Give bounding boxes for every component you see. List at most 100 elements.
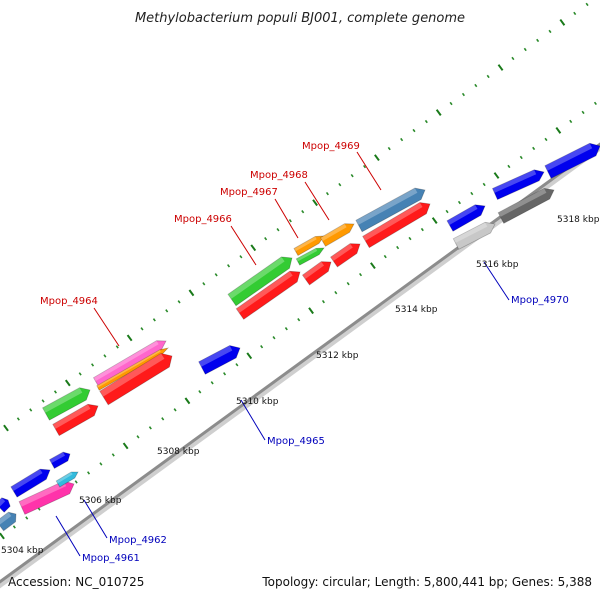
feature-orange-4964[interactable] [96,347,170,391]
upper-minor-tick [29,408,33,412]
upper-major-tick [3,424,9,432]
upper-minor-tick [338,182,342,187]
feature-blue-4962b-highlight [49,452,65,464]
upper-major-tick [435,109,442,116]
lower-minor-tick [519,155,523,160]
upper-minor-tick [400,137,404,142]
feature-gray-4970[interactable] [452,221,496,250]
tick-label-5318: 5318 kbp [557,215,600,225]
feature-green-4963[interactable] [42,387,91,421]
feature-blue-4962-highlight [10,469,43,491]
feature-pink-4964[interactable] [92,340,167,387]
backbone [0,142,600,589]
upper-major-tick [188,289,195,297]
gene-label-mpop-4970[interactable]: Mpop_4970 [511,295,569,306]
gene-label-mpop-4966[interactable]: Mpop_4966 [174,214,232,225]
upper-major-tick [126,334,133,342]
feature-green-4967[interactable] [295,247,325,266]
lower-minor-tick [334,290,338,295]
upper-minor-tick [486,74,490,79]
tick-label-5310: 5310 kbp [236,397,279,407]
feature-red-4963-lower-highlight [52,404,91,429]
feature-red-4966-lower[interactable] [235,270,301,320]
lower-minor-tick [581,110,585,115]
gene-label-mpop-4967[interactable]: Mpop_4967 [220,187,278,198]
tick-label-5314: 5314 kbp [395,305,438,315]
feature-steelblue-4969[interactable] [355,187,426,233]
lower-major-tick [431,217,438,224]
feature-blue-4962[interactable] [10,468,51,498]
upper-minor-tick [214,273,218,277]
tick-label-5304: 5304 kbp [1,546,44,556]
gene-label-mpop-4961[interactable]: Mpop_4961 [82,553,140,564]
feature-gray-4970-highlight [453,222,488,243]
upper-major-tick [64,379,71,387]
upper-minor-tick [140,327,144,331]
feature-darkgray-4971[interactable] [497,187,555,224]
feature-cyan-4962-highlight [56,472,73,484]
genome-summary-text: Topology: circular; Length: 5,800,441 bp… [261,575,592,589]
feature-blue-4972[interactable] [544,142,600,179]
callout-line-mpop-4962 [83,499,108,539]
feature-red-4969-lower-highlight [362,202,423,241]
upper-minor-tick [53,390,57,394]
upper-minor-tick [165,309,169,313]
feature-red-4964-lower[interactable] [99,352,173,406]
label-callouts [55,151,510,557]
upper-minor-tick [288,219,292,223]
feature-orange-4967-highlight [294,236,317,252]
lower-minor-tick [12,525,16,529]
upper-minor-tick [548,29,552,34]
feature-blue-4970[interactable] [446,204,486,232]
feature-magenta-4961-highlight [19,481,67,507]
feature-blue-4960[interactable] [0,497,11,513]
feature-blue-4971-highlight [492,169,537,193]
callout-line-mpop-4966 [230,225,257,266]
feature-blue-4962b[interactable] [49,451,71,469]
callout-line-mpop-4961 [55,515,81,557]
feature-red-4969-lower[interactable] [362,202,431,249]
feature-red-4963-lower[interactable] [52,403,99,437]
gene-label-mpop-4969[interactable]: Mpop_4969 [302,141,360,152]
tick-label-5312: 5312 kbp [316,351,359,361]
gene-label-mpop-4965[interactable]: Mpop_4965 [267,436,325,447]
lower-minor-tick [420,227,424,232]
tick-label-5308: 5308 kbp [157,447,200,457]
lower-major-tick [0,532,5,540]
feature-orange-4968[interactable] [319,223,355,247]
tick-labels: 5304 kbp 5306 kbp 5308 kbp 5310 kbp 5312… [1,215,600,556]
lower-minor-tick [148,426,152,430]
feature-blue-4971[interactable] [491,169,545,201]
feature-orange-4967[interactable] [293,235,325,257]
lower-minor-tick [396,245,400,250]
accession-text: Accession: NC_010725 [8,575,144,589]
feature-red-4967-lower[interactable] [301,261,332,286]
lower-minor-tick [210,381,214,385]
lower-minor-tick [161,417,165,421]
gene-label-mpop-4964[interactable]: Mpop_4964 [40,296,98,307]
lower-minor-tick [111,453,115,457]
lower-minor-tick [74,480,78,484]
upper-minor-tick [461,92,465,97]
gene-label-mpop-4962[interactable]: Mpop_4962 [109,535,167,546]
feature-green-4963-highlight [42,387,83,413]
lower-minor-tick [457,200,461,205]
upper-minor-tick [585,2,589,7]
feature-red-4968-lower[interactable] [330,243,361,268]
lower-minor-tick [507,164,511,169]
feature-steelblue-4960[interactable] [0,511,17,532]
lower-major-tick [122,442,129,450]
upper-minor-tick [573,11,577,16]
callout-line-mpop-4967 [274,198,299,239]
feature-green-4966[interactable] [227,256,293,307]
feature-cyan-4962[interactable] [55,471,79,488]
map-title: Methylobacterium populi BJ001, complete … [135,11,465,26]
gene-label-mpop-4968[interactable]: Mpop_4968 [250,170,308,181]
lower-minor-tick [25,516,29,520]
feature-blue-4965[interactable] [198,345,241,375]
lower-minor-tick [272,336,276,340]
feature-red-4968-lower-highlight [330,243,353,261]
feature-magenta-4961[interactable] [18,480,75,515]
feature-red-4964-lower-highlight [99,353,165,397]
